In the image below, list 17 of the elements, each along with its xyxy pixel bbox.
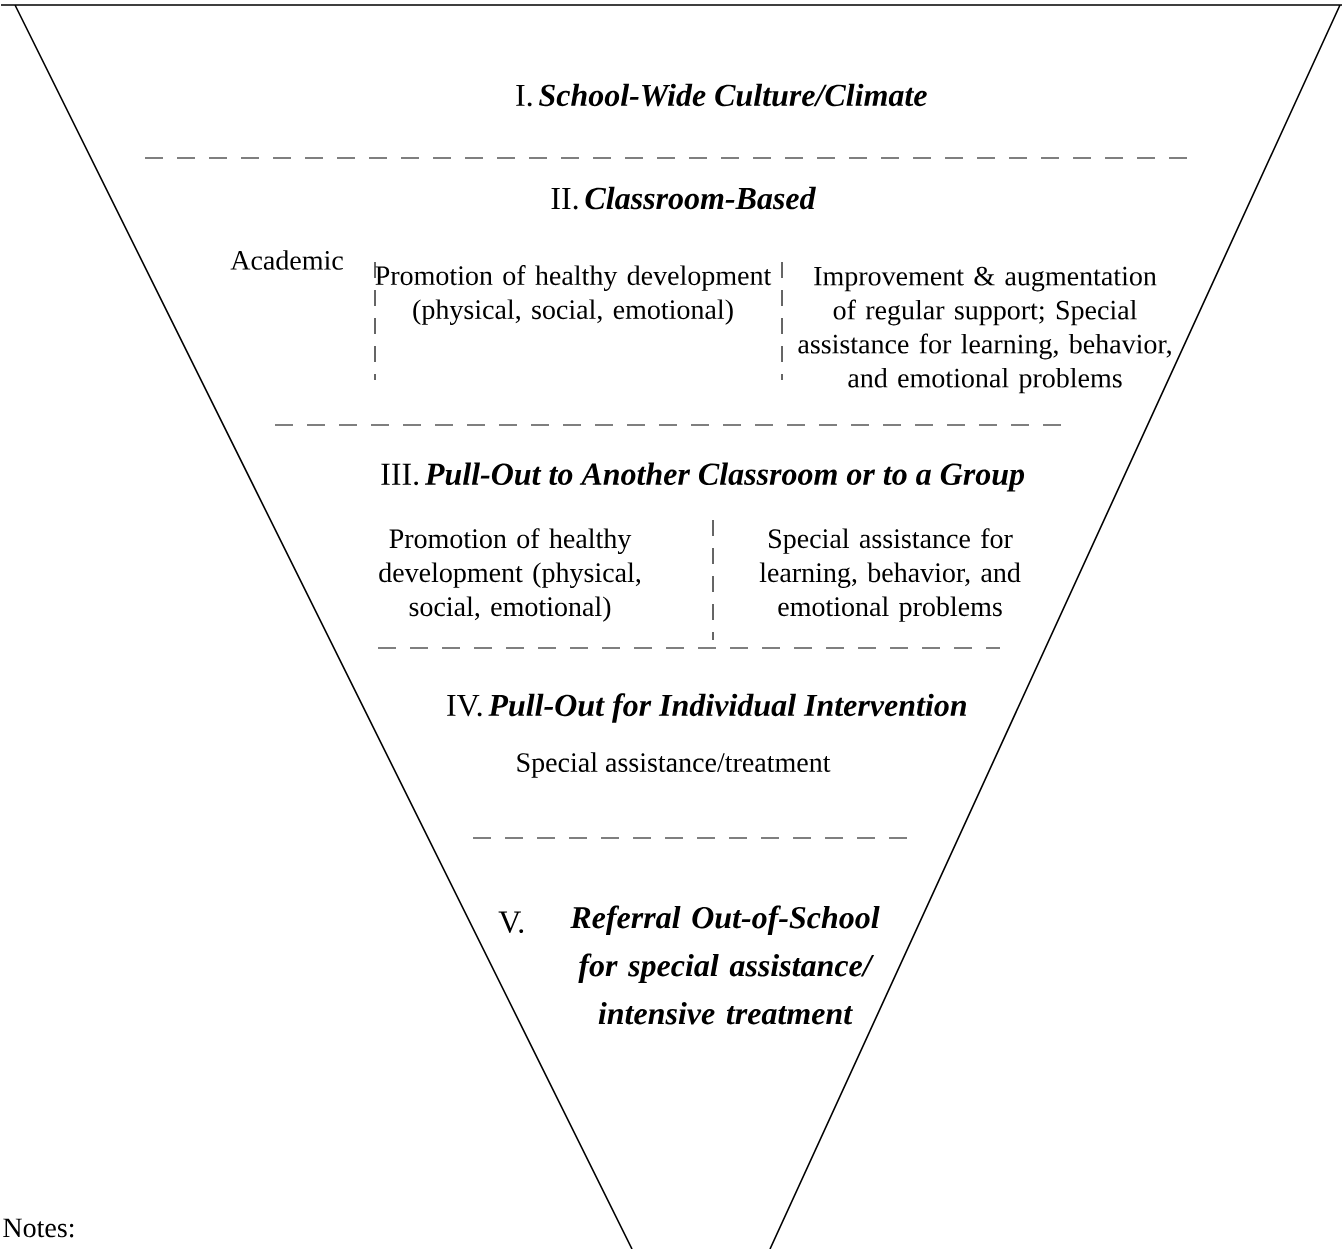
column-text: Promotion of healthy development (physical, social, emotional) [379,528,641,622]
column-text: Special assistance for learning, behavior, and emotional problems [759,528,1021,622]
notes-label: Notes: [3,1218,74,1238]
level-title: Pull-Out to Another Classroom or to a Group [424,462,1025,492]
level-number: I. [516,84,532,107]
level-number: II. [551,188,578,210]
level-number: V. [498,911,524,933]
level-number: III. [381,463,419,486]
column-text: Improvement & augmentation of regular support; Special assistance for learning, behavior, and emotional problems [798,266,1171,394]
column-text: Promotion of healthy development (physical, social, emotional) [375,265,772,325]
column-text: Special assistance/treatment [517,752,831,778]
level-title: School-Wide Culture/Climate [539,83,927,107]
level-title: Classroom-Based [585,186,816,210]
level-number: IV. [447,694,482,717]
column-text: Academic [230,250,343,270]
level-title: Pull-Out for Individual Intervention [488,693,967,723]
level-title: Referral Out-of-School for special assistance/ intensive treatment [570,905,880,1025]
